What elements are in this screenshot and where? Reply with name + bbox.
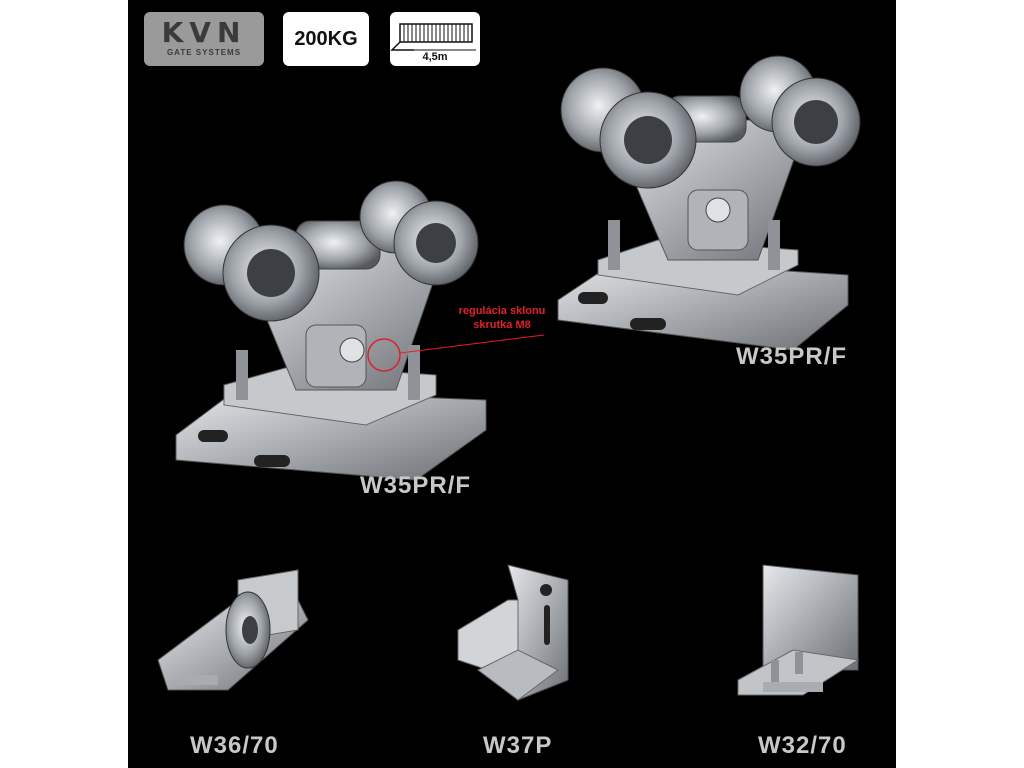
note-line-1: regulácia sklonu xyxy=(458,305,546,317)
caption-guide: W32/70 xyxy=(758,732,847,759)
annotation-marker xyxy=(367,338,401,372)
weight-badge: 200KG xyxy=(283,12,369,66)
length-badge: 4,5m xyxy=(390,12,480,66)
end-roller-photo xyxy=(157,569,309,691)
catcher-photo xyxy=(457,564,569,702)
guide-roller-photo xyxy=(737,564,860,696)
caption-end-roller: W36/70 xyxy=(190,732,279,759)
product-image-panel: KVN GATE SYSTEMS 200KG 4,5m xyxy=(128,0,896,768)
caption-left-carriage: W35PR/F xyxy=(360,472,472,499)
kvn-logo: KVN GATE SYSTEMS xyxy=(144,12,264,66)
annotation-leader-line xyxy=(399,334,545,354)
slope-adjustment-note: regulácia sklonu skrutka M8 xyxy=(446,304,558,332)
length-label: 4,5m xyxy=(422,51,448,63)
caption-right-carriage: W35PR/F xyxy=(736,343,848,370)
sliding-gate-icon xyxy=(390,23,476,51)
carriage-photo-right xyxy=(557,55,861,351)
kvn-logo-text: KVN xyxy=(161,16,247,49)
kvn-tagline: GATE SYSTEMS xyxy=(166,48,242,57)
carriage-photo-left xyxy=(175,180,545,481)
note-line-2: skrutka M8 xyxy=(473,319,531,331)
caption-catcher: W37P xyxy=(483,732,553,759)
